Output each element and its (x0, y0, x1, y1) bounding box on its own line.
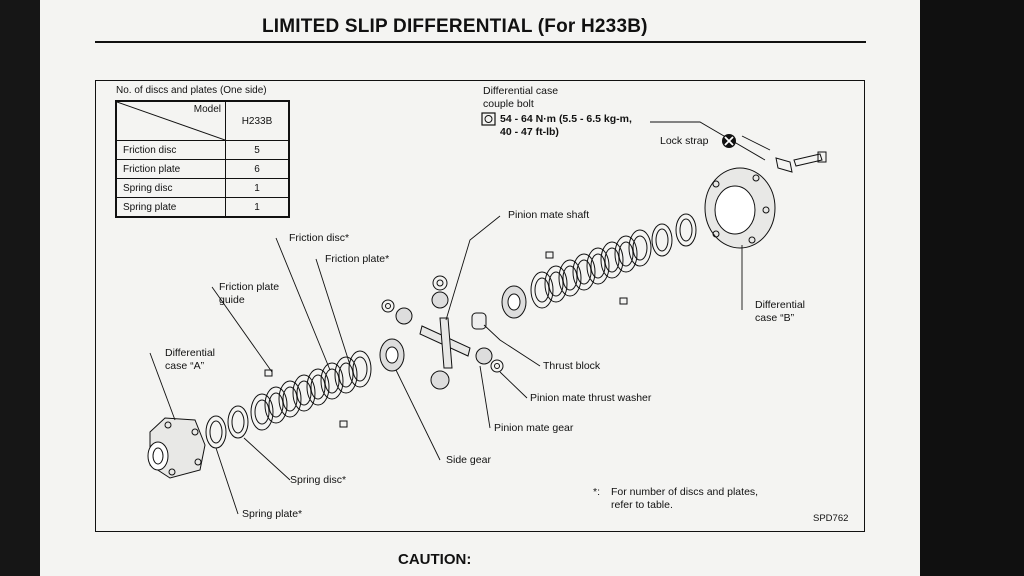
footnote-line2: refer to table. (611, 499, 673, 511)
row-value: 1 (225, 197, 290, 218)
label-diff-case-a-2: case “A” (165, 360, 205, 372)
bolt-label-line2: couple bolt (483, 98, 534, 110)
label-pinion-mate-thrust-washer: Pinion mate thrust washer (530, 392, 652, 404)
differential-case-b (704, 167, 776, 249)
label-diff-case-a-1: Differential (165, 347, 215, 359)
torque-wrench-icon (481, 112, 496, 126)
table-header-cell: Model (115, 100, 226, 141)
bolt-label-line1: Differential case (483, 85, 559, 97)
replace-x-icon (722, 134, 736, 148)
figure-code: SPD762 (813, 513, 849, 524)
label-friction-plate: Friction plate* (325, 253, 390, 265)
left-clutch-pack (250, 350, 372, 431)
label-pinion-mate-gear: Pinion mate gear (494, 422, 574, 434)
page-title: LIMITED SLIP DIFFERENTIAL (For H233B) (262, 16, 648, 37)
table-caption: No. of discs and plates (One side) (116, 85, 267, 96)
footnote-line1: For number of discs and plates, (611, 486, 759, 498)
row-value: 1 (225, 178, 290, 198)
label-friction-plate-guide-2: guide (219, 294, 245, 306)
header-diagonal (117, 102, 225, 140)
right-clutch-pack (530, 229, 652, 309)
label-friction-plate-guide-1: Friction plate (219, 281, 280, 293)
side-gear-right (501, 285, 527, 319)
title-rule (95, 41, 866, 43)
differential-case-a (147, 417, 206, 479)
label-diff-case-b-2: case “B” (755, 312, 795, 324)
label-lock-strap: Lock strap (660, 135, 709, 147)
label-friction-disc: Friction disc* (289, 232, 350, 244)
table-header-row: Model H233B (115, 100, 290, 141)
label-thrust-block: Thrust block (543, 360, 601, 372)
torque-spec-1: 54 - 64 N·m (5.5 - 6.5 kg-m, (500, 113, 632, 125)
couple-bolt (793, 153, 823, 167)
label-side-gear: Side gear (446, 454, 491, 466)
label-diff-case-b-1: Differential (755, 299, 805, 311)
label-spring-disc: Spring disc* (290, 474, 347, 486)
row-name: Spring disc (115, 178, 226, 198)
diagram-frame (95, 80, 865, 532)
spring-disc-left (227, 405, 249, 439)
lock-strap (775, 157, 793, 173)
label-pinion-mate-shaft: Pinion mate shaft (508, 209, 590, 221)
left-margin-bar (0, 0, 40, 576)
footnote-mark: *: (593, 486, 601, 498)
plate-guide (264, 369, 273, 377)
pinion-mate-shaft (419, 317, 471, 369)
caution-heading: CAUTION: (398, 551, 472, 568)
manual-page (40, 0, 920, 576)
thrust-block (471, 312, 487, 330)
label-spring-plate: Spring plate* (242, 508, 303, 520)
row-name: Spring plate (115, 197, 226, 218)
header-model: Model (193, 104, 221, 115)
torque-spec-2: 40 - 47 ft-lb) (500, 126, 559, 138)
side-gear-left (379, 338, 405, 372)
